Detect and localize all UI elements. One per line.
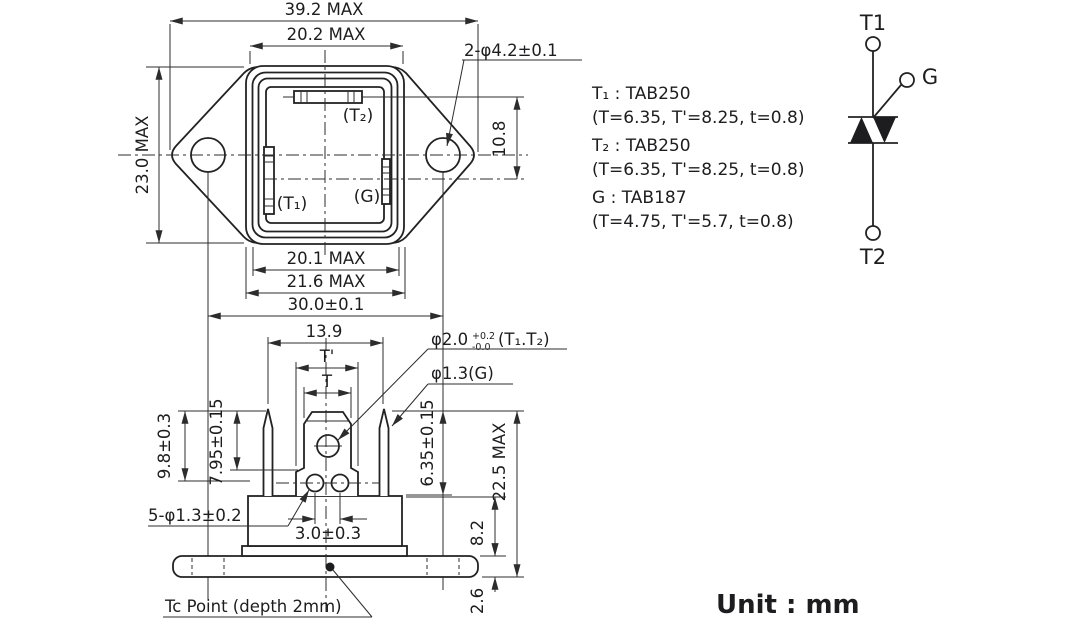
triac-triangle-up	[850, 117, 873, 143]
terminal-g	[381, 158, 391, 205]
dim-gate-pin-dia: φ1.3(G)	[431, 364, 494, 383]
tc-point-dot	[325, 562, 335, 572]
dim-tab-hole-tol-minus: -0.0	[472, 342, 491, 353]
spec-t2-name: T₂ : TAB250	[591, 136, 691, 156]
dim-pin-span: 13.9	[306, 322, 343, 341]
dim-overall-width: 39.2 MAX	[285, 0, 364, 19]
dim-overall-height-side: 22.5 MAX	[490, 423, 509, 502]
triac-triangle-down	[873, 117, 896, 143]
schematic-g-label: G	[922, 65, 938, 89]
terminal-t1	[263, 146, 275, 215]
dim-tab-hole-ref: (T₁.T₂)	[498, 330, 550, 349]
dim-right-pin-length: 6.35±0.15	[418, 399, 437, 486]
dim-t-prime: T'	[319, 347, 335, 366]
dim-cap-width-bottom: 20.1 MAX	[287, 249, 366, 268]
dim-hole-spacing: 30.0±0.1	[288, 295, 365, 314]
schematic-symbol: T1 G T2	[848, 11, 938, 269]
dim-small-hole-spacing: 3.0±0.3	[295, 524, 361, 543]
dim-outer-pin-length: 9.8±0.3	[155, 413, 174, 479]
spec-g-name: G : TAB187	[592, 188, 687, 208]
t2-terminal-node	[865, 225, 881, 241]
spec-t2-detail: (T=6.35, T'=8.25, t=0.8)	[592, 160, 804, 180]
unit-label: Unit : mm	[716, 590, 860, 620]
spec-t1-name: T₁ : TAB250	[591, 84, 691, 104]
g-terminal-node	[899, 72, 915, 88]
body-step	[241, 545, 408, 557]
dim-overall-height: 23.0 MAX	[133, 116, 152, 195]
dim-tab-length: 7.95±0.15	[207, 398, 226, 485]
dim-small-holes: 5-φ1.3±0.2	[148, 506, 242, 525]
label-t1: (T₁)	[277, 194, 307, 214]
body-block	[247, 495, 403, 547]
dim-mounting-holes: 2-φ4.2±0.1	[464, 41, 558, 60]
t1-terminal-node	[865, 36, 881, 52]
pin-t1-side	[262, 408, 274, 496]
schematic-t2-label: T2	[859, 245, 886, 269]
spec-t1-detail: (T=6.35, T'=8.25, t=0.8)	[592, 108, 804, 128]
dim-body-height: 8.2	[468, 520, 487, 546]
terminal-spec-list: T₁ : TAB250 (T=6.35, T'=8.25, t=0.8) T₂ …	[591, 84, 804, 232]
pin-g-side	[378, 408, 390, 496]
dim-t: T	[321, 372, 333, 391]
label-g: (G)	[354, 187, 380, 207]
front-view: (T₂) (T₁) (G) 39.2 MAX 20.2 MAX 2-φ4.2±0…	[118, 0, 582, 600]
spec-g-detail: (T=4.75, T'=5.7, t=0.8)	[592, 212, 794, 232]
dim-terminal-row-offset: 10.8	[490, 121, 509, 158]
schematic-t1-label: T1	[859, 11, 886, 35]
dim-flange-thickness: 2.6	[468, 588, 487, 614]
label-t2: (T₂)	[343, 106, 373, 126]
dim-cap-width-top: 20.2 MAX	[287, 25, 366, 44]
dim-cap-base-width: 21.6 MAX	[287, 272, 366, 291]
dim-tab-hole-tol-plus: +0.2	[472, 331, 495, 342]
terminal-t2	[293, 90, 363, 104]
tc-point-label: Tc Point (depth 2mm)	[164, 597, 342, 616]
dim-tab-hole-dia: φ2.0	[431, 330, 468, 349]
side-view: 13.9 T' T φ2.0 +0.2 -0.0 (T₁.T₂) φ1.3(G)…	[148, 322, 567, 618]
